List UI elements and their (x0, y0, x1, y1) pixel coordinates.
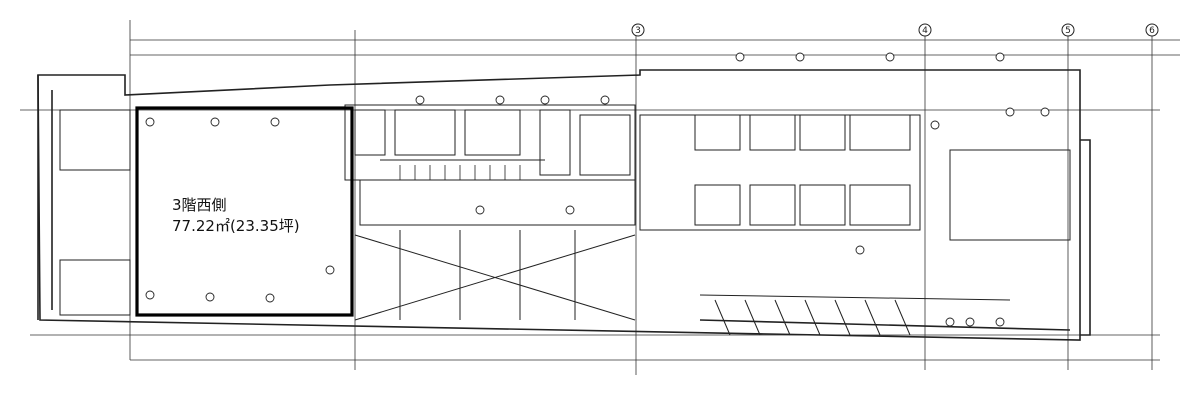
parking-stalls (699, 294, 1011, 336)
grid-marker-3 (631, 23, 645, 37)
unit-floor-name: 3階西側 (172, 196, 227, 214)
building-outline (37, 69, 1091, 341)
highlighted-unit-outline (135, 106, 354, 317)
grid-marker-6-label: 6 (1149, 26, 1155, 36)
dimension-lines (20, 20, 1180, 375)
grid-markers (631, 23, 1159, 37)
stair-marks (399, 165, 521, 180)
grid-marker-4-label: 4 (922, 26, 928, 36)
grid-marker-3-label: 3 (635, 26, 641, 36)
grid-marker-5 (1061, 23, 1075, 37)
unit-area: 77.22㎡(23.35坪) (172, 217, 300, 235)
grid-marker-6 (1145, 23, 1159, 37)
unit-label: 3階西側 77.22㎡(23.35坪) (172, 195, 300, 237)
grid-marker-4 (918, 23, 932, 37)
grid-marker-5-label: 5 (1065, 26, 1071, 36)
room-markers (145, 52, 1050, 327)
